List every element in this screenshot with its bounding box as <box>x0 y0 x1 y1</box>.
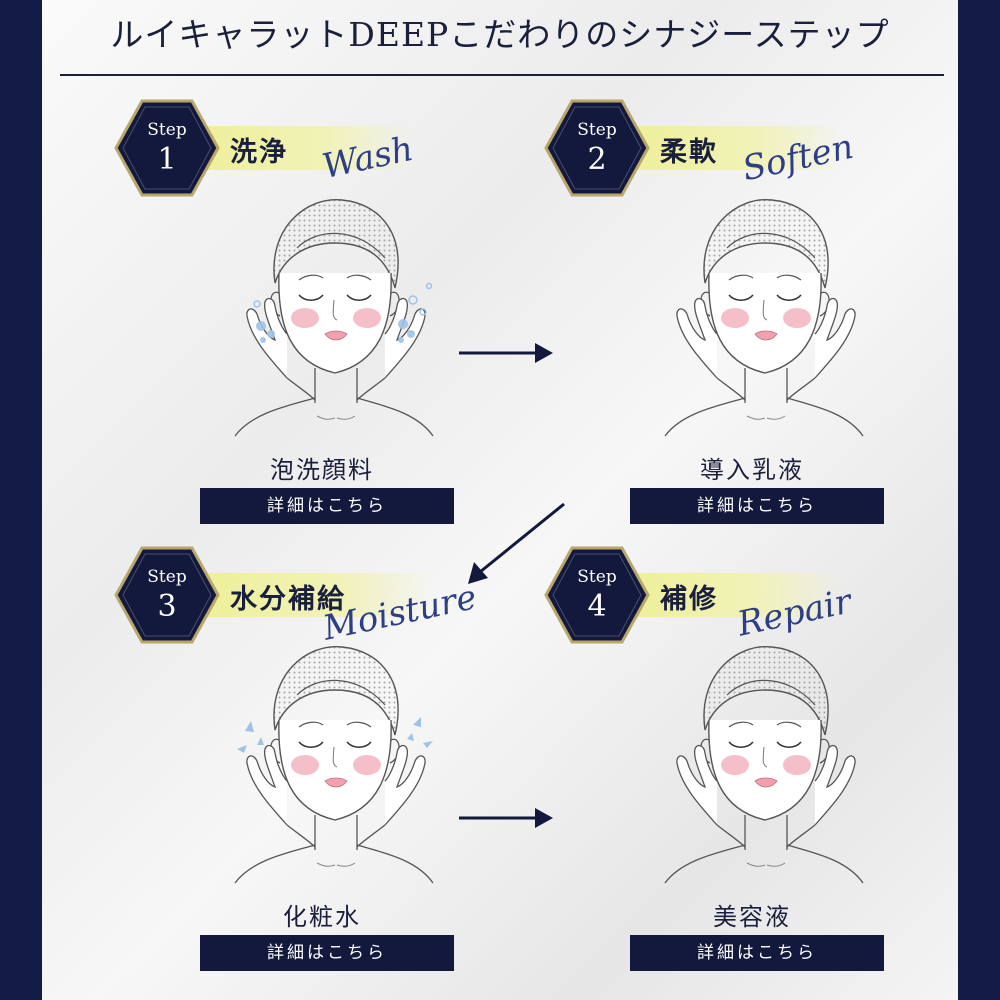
step-highlight-band <box>202 573 432 617</box>
step-number: 2 <box>587 142 607 177</box>
step-title-jp: 柔軟 <box>660 137 718 168</box>
product-name: 導入乳液 <box>700 456 804 484</box>
step-card-4: Step 4 補修 Repair 美容液 詳細はこちら <box>542 545 958 985</box>
product-name: 泡洗顔料 <box>270 456 374 484</box>
title-divider <box>60 74 944 76</box>
arrow-right-icon <box>459 808 553 828</box>
face-illustration-icon <box>217 635 447 885</box>
step-highlight-band <box>202 126 412 170</box>
step-word: Step <box>577 567 617 587</box>
step-word: Step <box>147 567 187 587</box>
hexagon-badge-icon: Step 2 <box>542 98 652 198</box>
details-button[interactable]: 詳細はこちら <box>630 488 884 524</box>
step-number: 4 <box>587 589 607 624</box>
face-illustration-icon <box>647 635 877 885</box>
step-title-jp: 水分補給 <box>230 584 346 615</box>
face-illustration-icon <box>647 188 877 438</box>
product-name: 美容液 <box>713 903 791 931</box>
step-title-jp: 補修 <box>660 584 718 615</box>
step-card-2: Step 2 柔軟 Soften 導入乳液 詳細はこちら <box>542 98 958 538</box>
arrow-right-icon <box>459 343 553 363</box>
step-highlight-band <box>632 126 842 170</box>
step-word: Step <box>577 120 617 140</box>
details-button[interactable]: 詳細はこちら <box>200 488 454 524</box>
step-word: Step <box>147 120 187 140</box>
face-illustration-icon <box>217 188 447 438</box>
arrow-down-left-icon <box>468 502 565 584</box>
step-card-3: Step 3 水分補給 Moisture 化粧水 詳細はこちら <box>112 545 552 985</box>
step-number: 3 <box>157 589 177 624</box>
step-highlight-band <box>632 573 842 617</box>
step-card-1: Step 1 洗浄 Wash 泡洗顔料 詳細はこちら <box>112 98 552 538</box>
main-panel: ルイキャラットDEEPこだわりのシナジーステップ Step 1 洗浄 Wash <box>42 0 958 1000</box>
step-number: 1 <box>157 142 177 177</box>
step-title-jp: 洗浄 <box>230 137 288 168</box>
details-button[interactable]: 詳細はこちら <box>200 935 454 971</box>
hexagon-badge-icon: Step 1 <box>112 98 222 198</box>
details-button[interactable]: 詳細はこちら <box>630 935 884 971</box>
hexagon-badge-icon: Step 3 <box>112 545 222 645</box>
hexagon-badge-icon: Step 4 <box>542 545 652 645</box>
page-title: ルイキャラットDEEPこだわりのシナジーステップ <box>110 15 890 54</box>
product-name: 化粧水 <box>283 903 361 931</box>
